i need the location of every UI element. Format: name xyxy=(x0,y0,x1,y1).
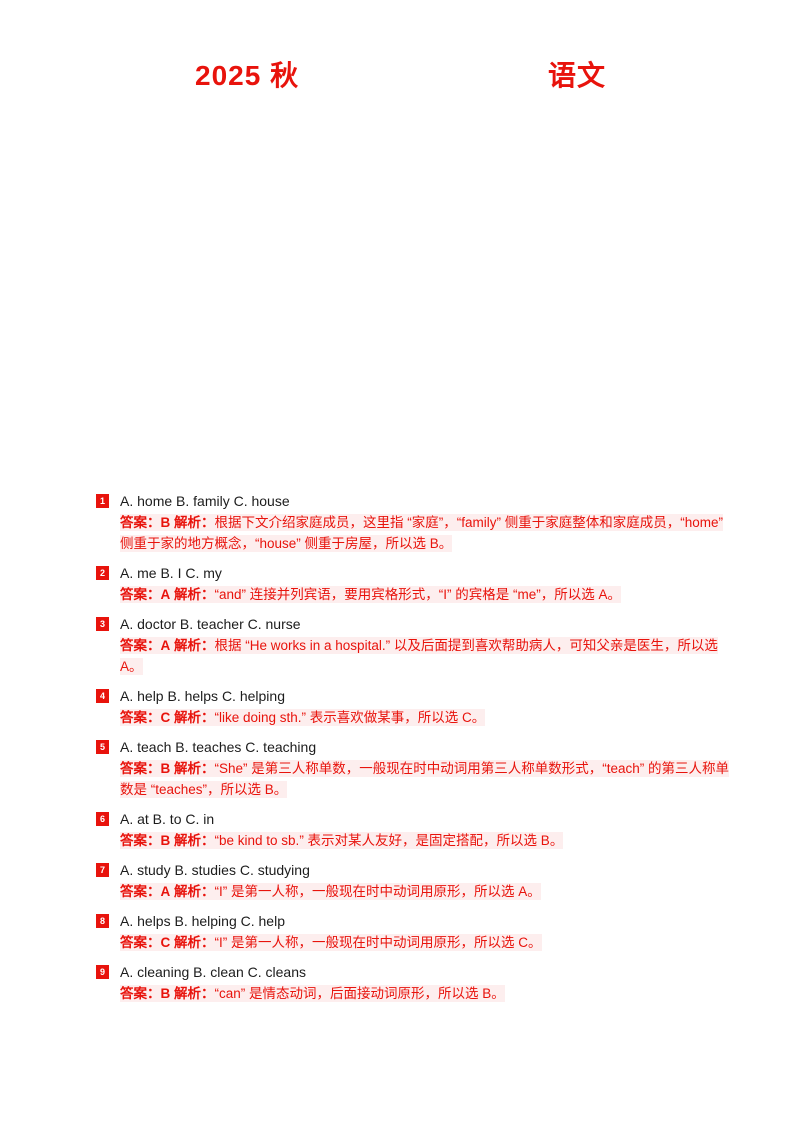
answer-explanation: “like doing sth.” 表示喜欢做某事，所以选 C。 xyxy=(214,710,486,725)
analysis-label: 解析： xyxy=(174,587,215,602)
analysis-label: 解析： xyxy=(174,710,215,725)
analysis-label: 解析： xyxy=(174,833,215,848)
question-answer-line: 答案：C 解析：“I” 是第一人称，一般现在时中动词用原形，所以选 C。 xyxy=(120,932,732,953)
question-number-badge: 4 xyxy=(96,689,109,703)
answer-explanation: “can” 是情态动词，后面接动词原形，所以选 B。 xyxy=(214,986,505,1001)
question-options: A. at B. to C. in xyxy=(120,811,215,827)
answer-key-list: 1 A. home B. family C. house 答案：B 解析：根据下… xyxy=(96,491,732,1013)
question-item: 6 A. at B. to C. in 答案：B 解析：“be kind to … xyxy=(96,809,732,851)
question-answer-line: 答案：A 解析：“and” 连接并列宾语，要用宾格形式，“I” 的宾格是 “me… xyxy=(120,584,732,605)
analysis-label: 解析： xyxy=(174,935,215,950)
question-options: A. cleaning B. clean C. cleans xyxy=(120,964,306,980)
answer-letter: B xyxy=(160,761,171,776)
answer-label: 答案： xyxy=(120,884,161,899)
question-answer-line: 答案：B 解析：根据下文介绍家庭成员，这里指 “家庭”，“family” 侧重于… xyxy=(120,512,732,554)
answer-letter: A xyxy=(160,638,171,653)
answer-letter: C xyxy=(160,710,171,725)
analysis-label: 解析： xyxy=(174,884,215,899)
question-answer-line: 答案：A 解析：根据 “He works in a hospital.” 以及后… xyxy=(120,635,732,677)
answer-label: 答案： xyxy=(120,515,161,530)
question-item: 8 A. helps B. helping C. help 答案：C 解析：“I… xyxy=(96,911,732,953)
question-item: 7 A. study B. studies C. studying 答案：A 解… xyxy=(96,860,732,902)
question-number-badge: 5 xyxy=(96,740,109,754)
question-answer-line: 答案：B 解析：“She” 是第三人称单数，一般现在时中动词用第三人称单数形式，… xyxy=(120,758,732,800)
answer-letter: C xyxy=(160,935,171,950)
question-item: 9 A. cleaning B. clean C. cleans 答案：B 解析… xyxy=(96,962,732,1004)
question-options: A. home B. family C. house xyxy=(120,493,290,509)
question-item: 4 A. help B. helps C. helping 答案：C 解析：“l… xyxy=(96,686,732,728)
question-item: 1 A. home B. family C. house 答案：B 解析：根据下… xyxy=(96,491,732,554)
question-number-badge: 1 xyxy=(96,494,109,508)
question-item: 3 A. doctor B. teacher C. nurse 答案：A 解析：… xyxy=(96,614,732,677)
question-options: A. doctor B. teacher C. nurse xyxy=(120,616,301,632)
answer-explanation: “I” 是第一人称，一般现在时中动词用原形，所以选 C。 xyxy=(214,935,542,950)
question-number-badge: 6 xyxy=(96,812,109,826)
answer-letter: A xyxy=(160,587,171,602)
title-segment-subject: 语文 xyxy=(548,60,607,91)
analysis-label: 解析： xyxy=(174,986,215,1001)
question-options: A. teach B. teaches C. teaching xyxy=(120,739,317,755)
analysis-label: 解析： xyxy=(174,761,215,776)
question-number-badge: 9 xyxy=(96,965,109,979)
question-number-badge: 3 xyxy=(96,617,109,631)
question-options: A. study B. studies C. studying xyxy=(120,862,310,878)
answer-explanation: 根据 “He works in a hospital.” 以及后面提到喜欢帮助病… xyxy=(120,638,718,674)
analysis-label: 解析： xyxy=(174,515,215,530)
question-number-badge: 2 xyxy=(96,566,109,580)
answer-letter: A xyxy=(160,884,171,899)
answer-letter: B xyxy=(160,515,171,530)
question-answer-line: 答案：B 解析：“can” 是情态动词，后面接动词原形，所以选 B。 xyxy=(120,983,732,1004)
document-title: 2025 秋 语文 xyxy=(0,54,800,92)
title-segment-year: 2025 秋 xyxy=(195,60,300,91)
answer-explanation: “She” 是第三人称单数，一般现在时中动词用第三人称单数形式，“teach” … xyxy=(120,761,730,797)
answer-label: 答案： xyxy=(120,710,161,725)
question-options: A. helps B. helping C. help xyxy=(120,913,285,929)
question-item: 5 A. teach B. teaches C. teaching 答案：B 解… xyxy=(96,737,732,800)
answer-explanation: 根据下文介绍家庭成员，这里指 “家庭”，“family” 侧重于家庭整体和家庭成… xyxy=(120,515,724,551)
question-answer-line: 答案：A 解析：“I” 是第一人称，一般现在时中动词用原形，所以选 A。 xyxy=(120,881,732,902)
question-number-badge: 7 xyxy=(96,863,109,877)
answer-explanation: “and” 连接并列宾语，要用宾格形式，“I” 的宾格是 “me”，所以选 A。 xyxy=(214,587,622,602)
question-options: A. me B. I C. my xyxy=(120,565,222,581)
answer-label: 答案： xyxy=(120,761,161,776)
answer-explanation: “be kind to sb.” 表示对某人友好，是固定搭配，所以选 B。 xyxy=(214,833,564,848)
answer-label: 答案： xyxy=(120,986,161,1001)
answer-explanation: “I” 是第一人称，一般现在时中动词用原形，所以选 A。 xyxy=(214,884,541,899)
question-number-badge: 8 xyxy=(96,914,109,928)
answer-label: 答案： xyxy=(120,935,161,950)
question-answer-line: 答案：B 解析：“be kind to sb.” 表示对某人友好，是固定搭配，所… xyxy=(120,830,732,851)
answer-label: 答案： xyxy=(120,587,161,602)
answer-letter: B xyxy=(160,986,171,1001)
question-item: 2 A. me B. I C. my 答案：A 解析：“and” 连接并列宾语，… xyxy=(96,563,732,605)
question-answer-line: 答案：C 解析：“like doing sth.” 表示喜欢做某事，所以选 C。 xyxy=(120,707,732,728)
question-options: A. help B. helps C. helping xyxy=(120,688,285,704)
analysis-label: 解析： xyxy=(174,638,215,653)
answer-letter: B xyxy=(160,833,171,848)
answer-label: 答案： xyxy=(120,833,161,848)
answer-label: 答案： xyxy=(120,638,161,653)
